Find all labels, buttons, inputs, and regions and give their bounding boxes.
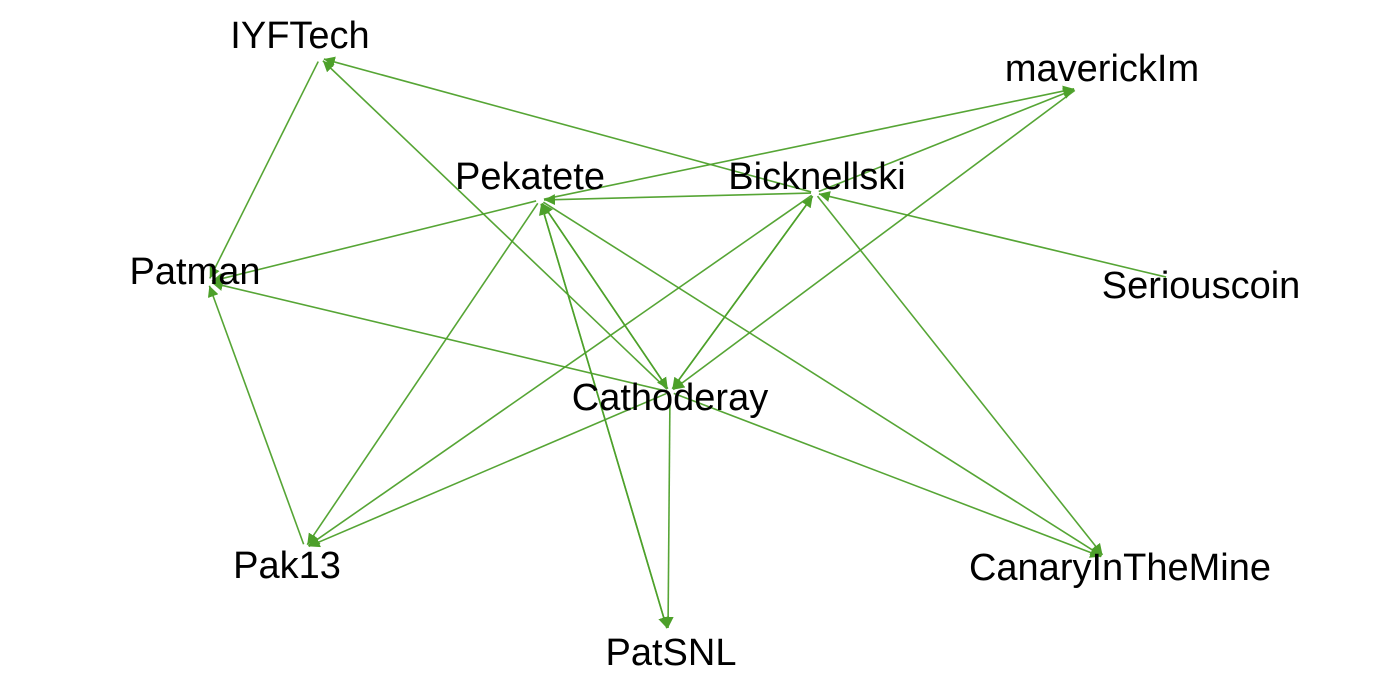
node-label-PatSNL: PatSNL (606, 632, 737, 674)
edge-Cathoderay-to-Patman (211, 280, 667, 392)
edge-Bicknellski-to-Cathoderay (671, 195, 814, 390)
node-label-CanaryInTheMine: CanaryInTheMine (969, 547, 1271, 589)
edge-PatSNL-to-Pekatete (538, 203, 668, 629)
node-layer: IYFTech maverickIm Pekatete Bicknellski … (130, 15, 1301, 674)
edge-maverickIm-to-Cathoderay (672, 89, 1076, 391)
edge-Pekatete-to-maverickIm (543, 85, 1075, 200)
edge-Bicknellski-to-maverickIm (818, 88, 1075, 193)
edge-Cathoderay-to-Pekatete (541, 202, 669, 390)
edge-Bicknellski-to-CanaryInTheMine (816, 195, 1104, 556)
node-label-Pekatete: Pekatete (455, 156, 605, 198)
edge-Cathoderay-to-IYFTech (322, 60, 668, 390)
node-label-Bicknellski: Bicknellski (728, 156, 905, 198)
edge-Cathoderay-to-Pak13 (308, 392, 667, 548)
node-label-Cathoderay: Cathoderay (572, 377, 768, 419)
edge-Bicknellski-to-Pak13 (307, 194, 813, 547)
node-label-maverickIm: maverickIm (1005, 48, 1199, 90)
node-label-Pak13: Pak13 (233, 545, 341, 587)
node-label-Seriouscoin: Seriouscoin (1102, 265, 1301, 307)
node-label-Patman: Patman (130, 251, 261, 293)
edge-layer (207, 56, 1167, 629)
edge-Bicknellski-to-Pekatete (543, 192, 812, 206)
edge-Pekatete-to-Patman (211, 200, 537, 284)
edge-Pekatete-to-CanaryInTheMine (542, 201, 1103, 557)
edge-Pak13-to-Patman (207, 285, 305, 545)
edge-Bicknellski-to-IYFTech (323, 56, 812, 193)
edge-Seriouscoin-to-Bicknellski (818, 191, 1167, 278)
edge-Pekatete-to-Pak13 (306, 202, 539, 546)
edge-Cathoderay-to-PatSNL (662, 395, 674, 629)
edge-Cathoderay-to-CanaryInTheMine (673, 392, 1102, 558)
node-label-IYFTech: IYFTech (230, 15, 369, 57)
edge-IYFTech-to-Patman (209, 61, 319, 279)
